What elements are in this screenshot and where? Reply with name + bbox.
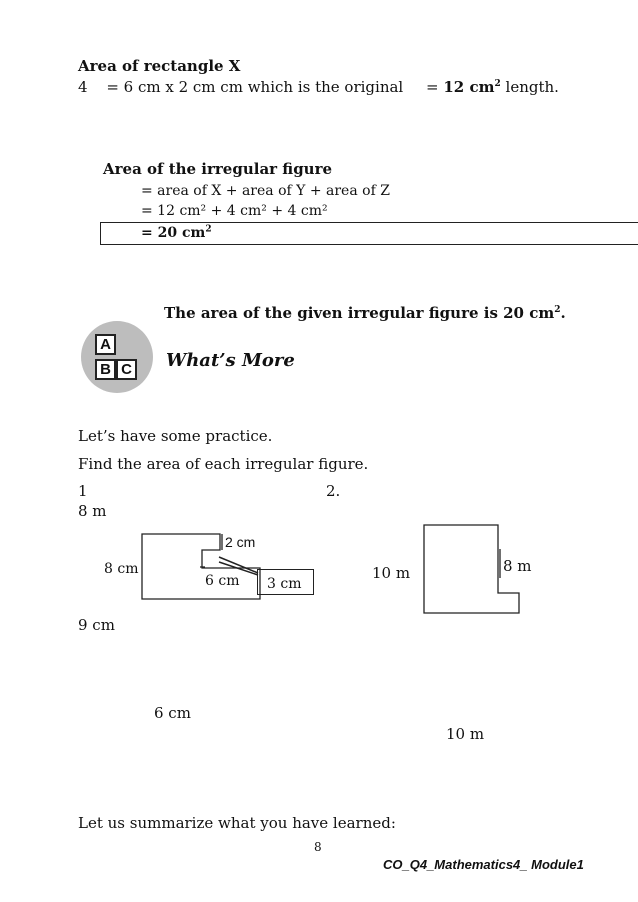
figure-2-outline bbox=[423, 524, 520, 614]
block-c: C bbox=[116, 359, 137, 380]
section-title: What’s More bbox=[166, 350, 295, 371]
figure-1-outline bbox=[141, 533, 261, 600]
page-number: 8 bbox=[314, 840, 322, 854]
result-box bbox=[100, 222, 638, 245]
rect-x-line: 4 = 6 cm x 2 cm cm which is the original… bbox=[78, 78, 559, 96]
fig1-label-8cm: 8 cm bbox=[104, 561, 139, 577]
conclusion-period: . bbox=[560, 304, 566, 322]
irregular-result-exponent: 2 bbox=[205, 224, 212, 235]
conclusion-statement: The area of the given irregular figure i… bbox=[164, 304, 566, 322]
fig1-label-6cm-bottom: 6 cm bbox=[154, 704, 191, 722]
fig2-label-10m-left: 10 m bbox=[372, 564, 411, 582]
fig1-label-8m: 8 m bbox=[78, 502, 107, 520]
conclusion-exponent: 2 bbox=[554, 305, 561, 315]
line-number: 4 bbox=[78, 78, 88, 96]
summary-prompt: Let us summarize what you have learned: bbox=[78, 814, 396, 832]
rect-x-result: 12 cm2 bbox=[443, 78, 500, 96]
pointer-line-a bbox=[218, 556, 259, 574]
irregular-result: = 20 cm2 bbox=[141, 225, 212, 241]
item-1-number: 1 bbox=[78, 482, 88, 500]
practice-intro: Let’s have some practice. bbox=[78, 427, 273, 445]
pointer-line-b bbox=[218, 561, 259, 576]
irregular-result-value: = 20 cm bbox=[141, 225, 206, 241]
irregular-step-1: = area of X + area of Y + area of Z bbox=[141, 183, 390, 199]
rect-x-expression: = 6 cm x 2 cm cm which is the original bbox=[106, 78, 404, 96]
abc-blocks-icon: A B C bbox=[81, 321, 153, 393]
rect-x-equals: = bbox=[426, 78, 439, 96]
practice-instruction: Find the area of each irregular figure. bbox=[78, 455, 369, 473]
irregular-heading: Area of the irregular figure bbox=[103, 160, 333, 178]
fig2-label-10m-bottom: 10 m bbox=[446, 725, 485, 743]
label-callout-box bbox=[257, 569, 314, 595]
item-2-number: 2. bbox=[326, 482, 341, 500]
rect-x-result-value: 12 cm bbox=[443, 78, 495, 96]
fig1-label-3cm: 3 cm bbox=[267, 576, 302, 592]
block-b: B bbox=[95, 359, 116, 380]
rect-x-result-exponent: 2 bbox=[494, 79, 501, 89]
rect-x-heading: Area of rectangle X bbox=[78, 57, 241, 75]
fig1-label-9cm: 9 cm bbox=[78, 616, 115, 634]
conclusion-text: The area of the given irregular figure i… bbox=[164, 304, 555, 322]
block-a: A bbox=[95, 334, 116, 355]
fig1-label-2cm: 2 cm bbox=[225, 534, 256, 550]
irregular-step-2: = 12 cm² + 4 cm² + 4 cm² bbox=[141, 203, 328, 219]
fig1-label-6cm-inner: 6 cm bbox=[205, 573, 240, 589]
fig2-label-8m: 8 m bbox=[503, 557, 532, 575]
module-code: CO_Q4_Mathematics4_ Module1 bbox=[383, 857, 584, 872]
rect-x-tail: length. bbox=[505, 78, 559, 96]
